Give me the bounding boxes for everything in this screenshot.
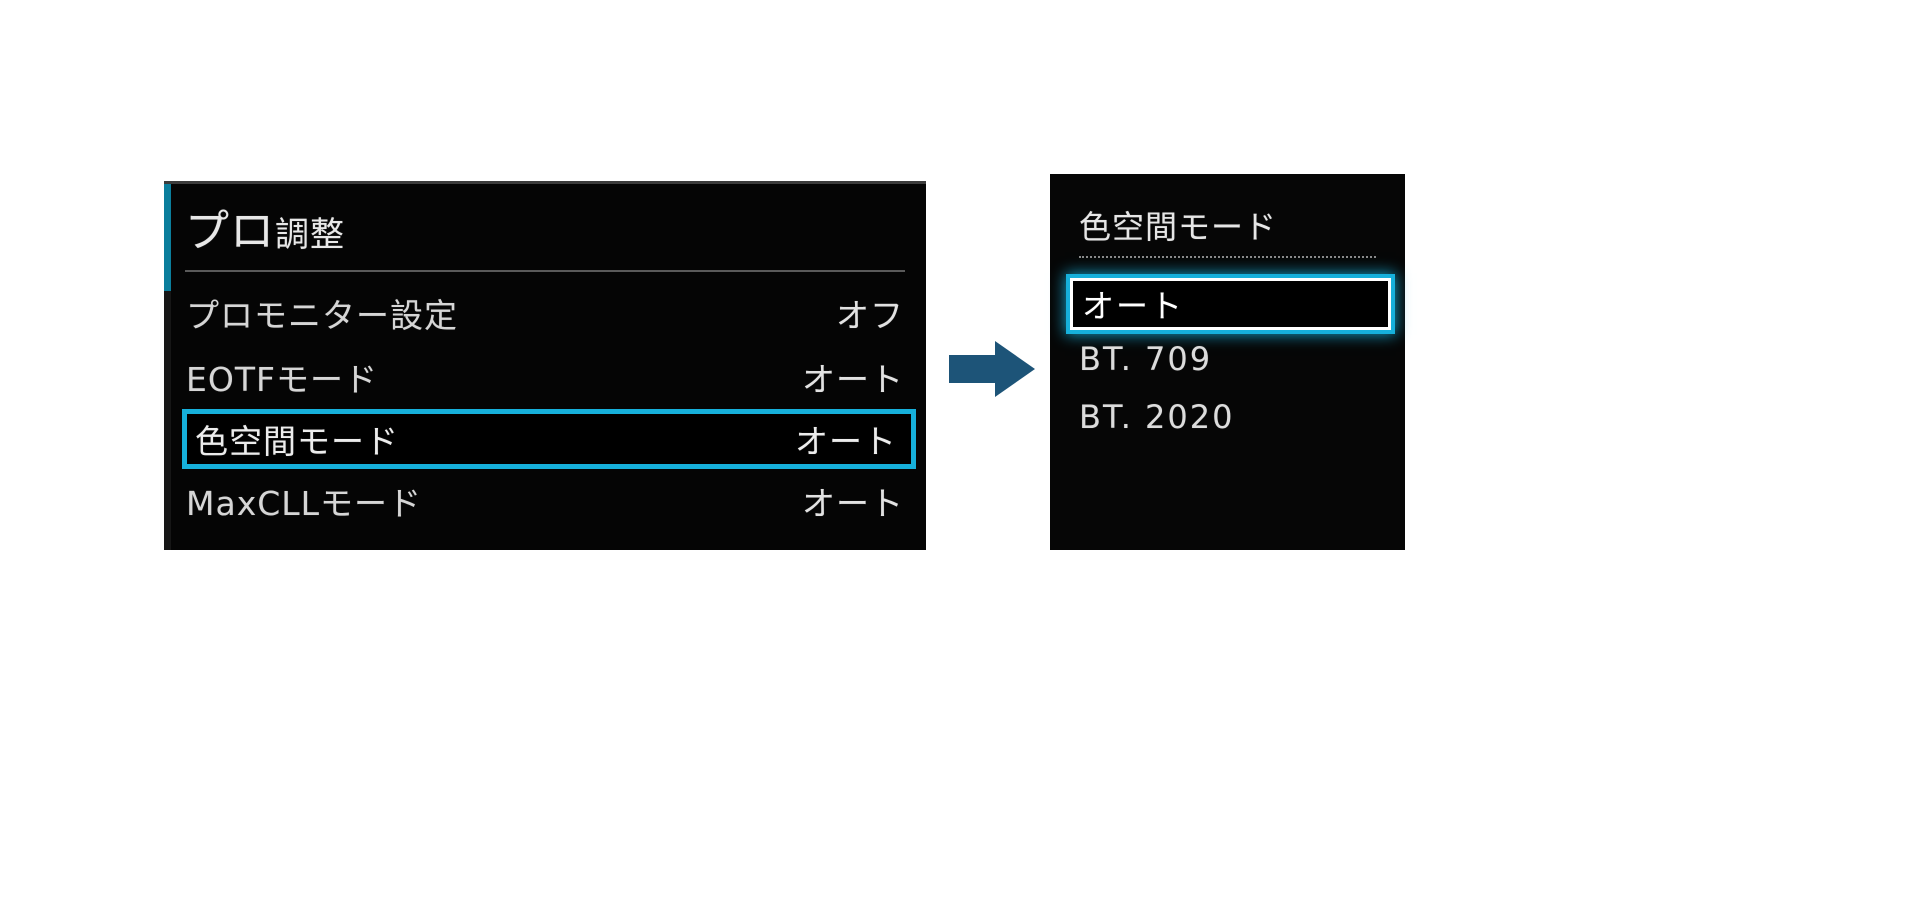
header-accent-bar (164, 184, 171, 291)
menu-row-maxcll-mode[interactable]: MaxCLLモード オート (164, 469, 926, 533)
menu-header: プロ調整 (164, 184, 926, 269)
page-title: プロ調整 (185, 195, 345, 259)
pro-adjustment-menu-panel: プロ調整 プロモニター設定 オフ EOTFモード オート 色空間モード オート … (164, 181, 926, 550)
menu-row-value: オート (802, 484, 904, 523)
color-space-mode-submenu-panel: 色空間モード オート BT. 709 BT. 2020 (1050, 174, 1405, 550)
submenu-title: 色空間モード (1079, 208, 1278, 246)
submenu-divider (1079, 256, 1376, 258)
option-row-auto[interactable]: オート (1066, 274, 1395, 334)
option-label: BT. 709 (1079, 340, 1213, 378)
menu-row-color-space-mode[interactable]: 色空間モード オート (182, 409, 916, 469)
panel-top-divider (164, 181, 926, 184)
menu-row-value: オート (802, 360, 904, 399)
menu-row-pro-monitor-setting[interactable]: プロモニター設定 オフ (164, 281, 926, 345)
right-arrow-icon (949, 341, 1035, 397)
menu-row-label: MaxCLLモード (186, 484, 423, 523)
menu-row-value: オート (795, 422, 897, 461)
menu-row-label: プロモニター設定 (186, 296, 458, 335)
menu-row-label: 色空間モード (195, 422, 399, 461)
option-label: BT. 2020 (1079, 398, 1235, 436)
header-divider (185, 270, 905, 272)
menu-row-label: EOTFモード (186, 360, 378, 399)
option-list: オート BT. 709 BT. 2020 (1050, 274, 1405, 446)
menu-row-eotf-mode[interactable]: EOTFモード オート (164, 345, 926, 409)
panel-left-edge-bar (164, 291, 171, 550)
option-row-bt2020[interactable]: BT. 2020 (1050, 388, 1405, 446)
page-title-secondary: 調整 (275, 214, 345, 255)
option-row-bt709[interactable]: BT. 709 (1050, 330, 1405, 388)
menu-row-value: オフ (836, 296, 904, 335)
menu-list: プロモニター設定 オフ EOTFモード オート 色空間モード オート MaxCL… (164, 281, 926, 533)
page-title-primary: プロ (185, 205, 275, 257)
option-label: オート (1082, 287, 1185, 325)
